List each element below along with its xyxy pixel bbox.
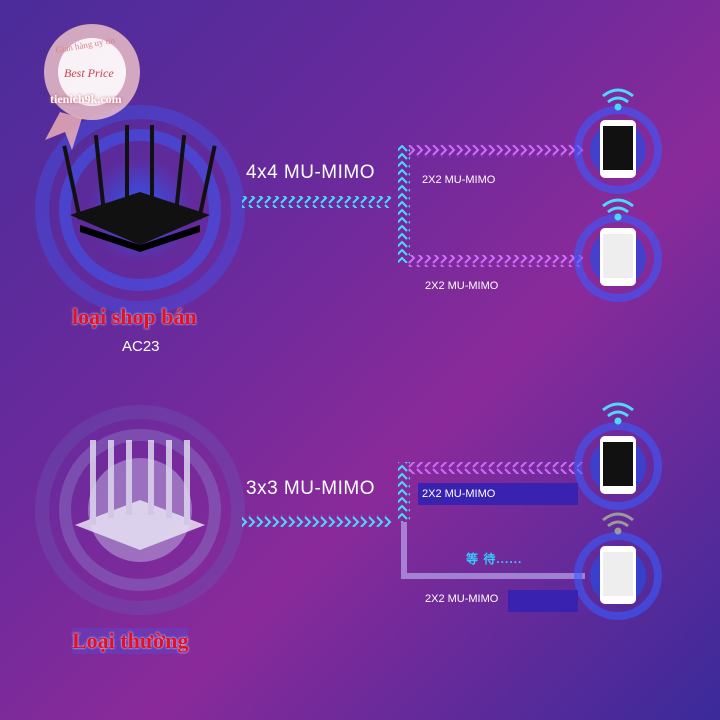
bottom-link-label: 3x3 MU-MIMO: [246, 478, 375, 499]
bottom-link-arrows: [242, 462, 585, 579]
label-highlight: [418, 483, 578, 505]
phone-icon: [600, 120, 636, 178]
watermark-badge-icon: [44, 24, 140, 150]
bottom-device-label-1: 2X2 MU-MIMO: [422, 488, 496, 500]
top-device-label-2: 2X2 MU-MIMO: [425, 280, 499, 292]
phone-icon: [600, 546, 636, 604]
phone-icon: [600, 436, 636, 494]
waiting-text: 等 待......: [466, 552, 523, 566]
top-router-rings: [35, 105, 245, 315]
top-device-label-1: 2X2 MU-MIMO: [422, 174, 496, 186]
top-link-label: 4x4 MU-MIMO: [246, 162, 375, 183]
wifi-icon: [602, 198, 634, 221]
bottom-device-label-2: 2X2 MU-MIMO: [425, 593, 499, 605]
device-rings: [574, 106, 662, 620]
label-highlight: [508, 590, 578, 612]
wifi-icon: [602, 402, 634, 425]
generic-router-icon: [75, 440, 205, 550]
router-icon: [62, 125, 217, 252]
watermark-badge-text: Best Price: [64, 66, 114, 80]
top-link-arrows: [242, 145, 583, 267]
phone-icon: [600, 228, 636, 286]
wifi-icon: [602, 88, 634, 111]
watermark-site: tienich9k.com: [50, 92, 122, 106]
bottom-router-label: Loại thường: [72, 628, 189, 654]
top-router-model: AC23: [122, 338, 160, 355]
top-router-label: loại shop bán: [72, 304, 197, 329]
wifi-icon-inactive: [602, 512, 634, 535]
